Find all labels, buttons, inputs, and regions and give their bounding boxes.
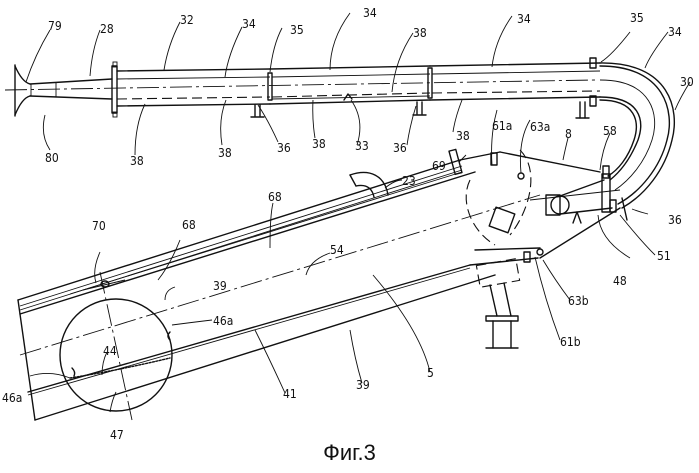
label-46a: 46a: [213, 314, 233, 328]
support-36-c: [576, 102, 589, 118]
label-35: 35: [290, 23, 304, 37]
label-38: 38: [312, 137, 326, 151]
head-section: [460, 150, 620, 348]
label-38: 38: [456, 129, 470, 143]
label-36: 36: [277, 141, 291, 155]
label-54: 54: [330, 243, 344, 257]
label-38: 38: [218, 146, 232, 160]
label-41: 41: [283, 387, 297, 401]
label-32: 32: [180, 13, 194, 27]
label-33: 33: [355, 139, 369, 153]
label-5: 5: [427, 366, 434, 380]
label-36: 36: [393, 141, 407, 155]
label-34: 34: [517, 12, 531, 26]
label-34: 34: [363, 6, 377, 20]
label-38: 38: [130, 154, 144, 168]
label-63b: 63b: [568, 294, 589, 308]
label-61a: 61a: [492, 119, 512, 133]
label-46a: 46a: [2, 391, 22, 405]
label-58: 58: [603, 124, 617, 138]
label-8: 8: [565, 127, 572, 141]
label-63a: 63a: [530, 120, 550, 134]
label-23: 23: [402, 174, 416, 188]
upper-pipe-assembly: [5, 58, 600, 118]
label-80: 80: [45, 151, 59, 165]
label-61b: 61b: [560, 335, 581, 349]
figure-caption: Фиг.3: [0, 440, 699, 466]
label-51: 51: [657, 249, 671, 263]
label-30: 30: [680, 75, 694, 89]
label-39: 39: [356, 378, 370, 392]
label-68: 68: [268, 190, 282, 204]
label-68: 68: [182, 218, 196, 232]
label-35: 35: [630, 11, 644, 25]
label-36: 36: [668, 213, 682, 227]
label-48: 48: [613, 274, 627, 288]
label-44: 44: [103, 344, 117, 358]
label-34: 34: [242, 17, 256, 31]
label-69: 69: [432, 159, 446, 173]
label-34: 34: [668, 25, 682, 39]
label-28: 28: [100, 22, 114, 36]
label-70: 70: [92, 219, 106, 233]
u-bend-30: [600, 63, 674, 220]
label-39: 39: [213, 279, 227, 293]
label-79: 79: [48, 19, 62, 33]
leader-lines: [26, 13, 690, 412]
label-38: 38: [413, 26, 427, 40]
